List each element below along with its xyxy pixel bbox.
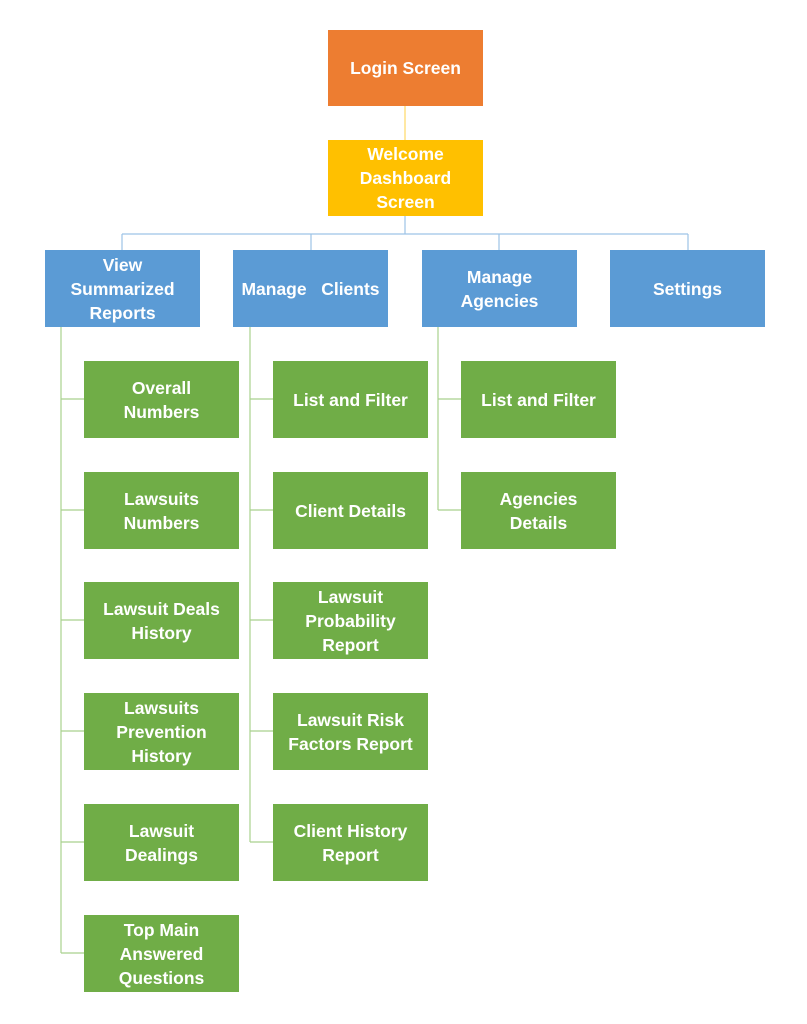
- lawsuit-probability-report-node[interactable]: Lawsuit Probability Report: [273, 582, 428, 659]
- lawsuits-prevention-history-node[interactable]: Lawsuits Prevention History: [84, 693, 239, 770]
- overall-numbers-node[interactable]: Overall Numbers: [84, 361, 239, 438]
- lawsuit-dealings-node[interactable]: Lawsuit Dealings: [84, 804, 239, 881]
- lawsuit-risk-factors-report-node[interactable]: Lawsuit Risk Factors Report: [273, 693, 428, 770]
- login-screen-node[interactable]: Login Screen: [328, 30, 483, 106]
- lawsuit-deals-history-node[interactable]: Lawsuit Deals History: [84, 582, 239, 659]
- manage-clients-node[interactable]: Manage Clients: [233, 250, 388, 327]
- clients-list-and-filter-node[interactable]: List and Filter: [273, 361, 428, 438]
- client-details-node[interactable]: Client Details: [273, 472, 428, 549]
- client-history-report-node[interactable]: Client History Report: [273, 804, 428, 881]
- welcome-dashboard-node[interactable]: Welcome Dashboard Screen: [328, 140, 483, 216]
- manage-agencies-node[interactable]: Manage Agencies: [422, 250, 577, 327]
- settings-node[interactable]: Settings: [610, 250, 765, 327]
- top-main-answered-questions-node[interactable]: Top Main Answered Questions: [84, 915, 239, 992]
- agencies-list-and-filter-node[interactable]: List and Filter: [461, 361, 616, 438]
- lawsuits-numbers-node[interactable]: Lawsuits Numbers: [84, 472, 239, 549]
- view-summarized-reports-node[interactable]: View Summarized Reports: [45, 250, 200, 327]
- agencies-details-node[interactable]: Agencies Details: [461, 472, 616, 549]
